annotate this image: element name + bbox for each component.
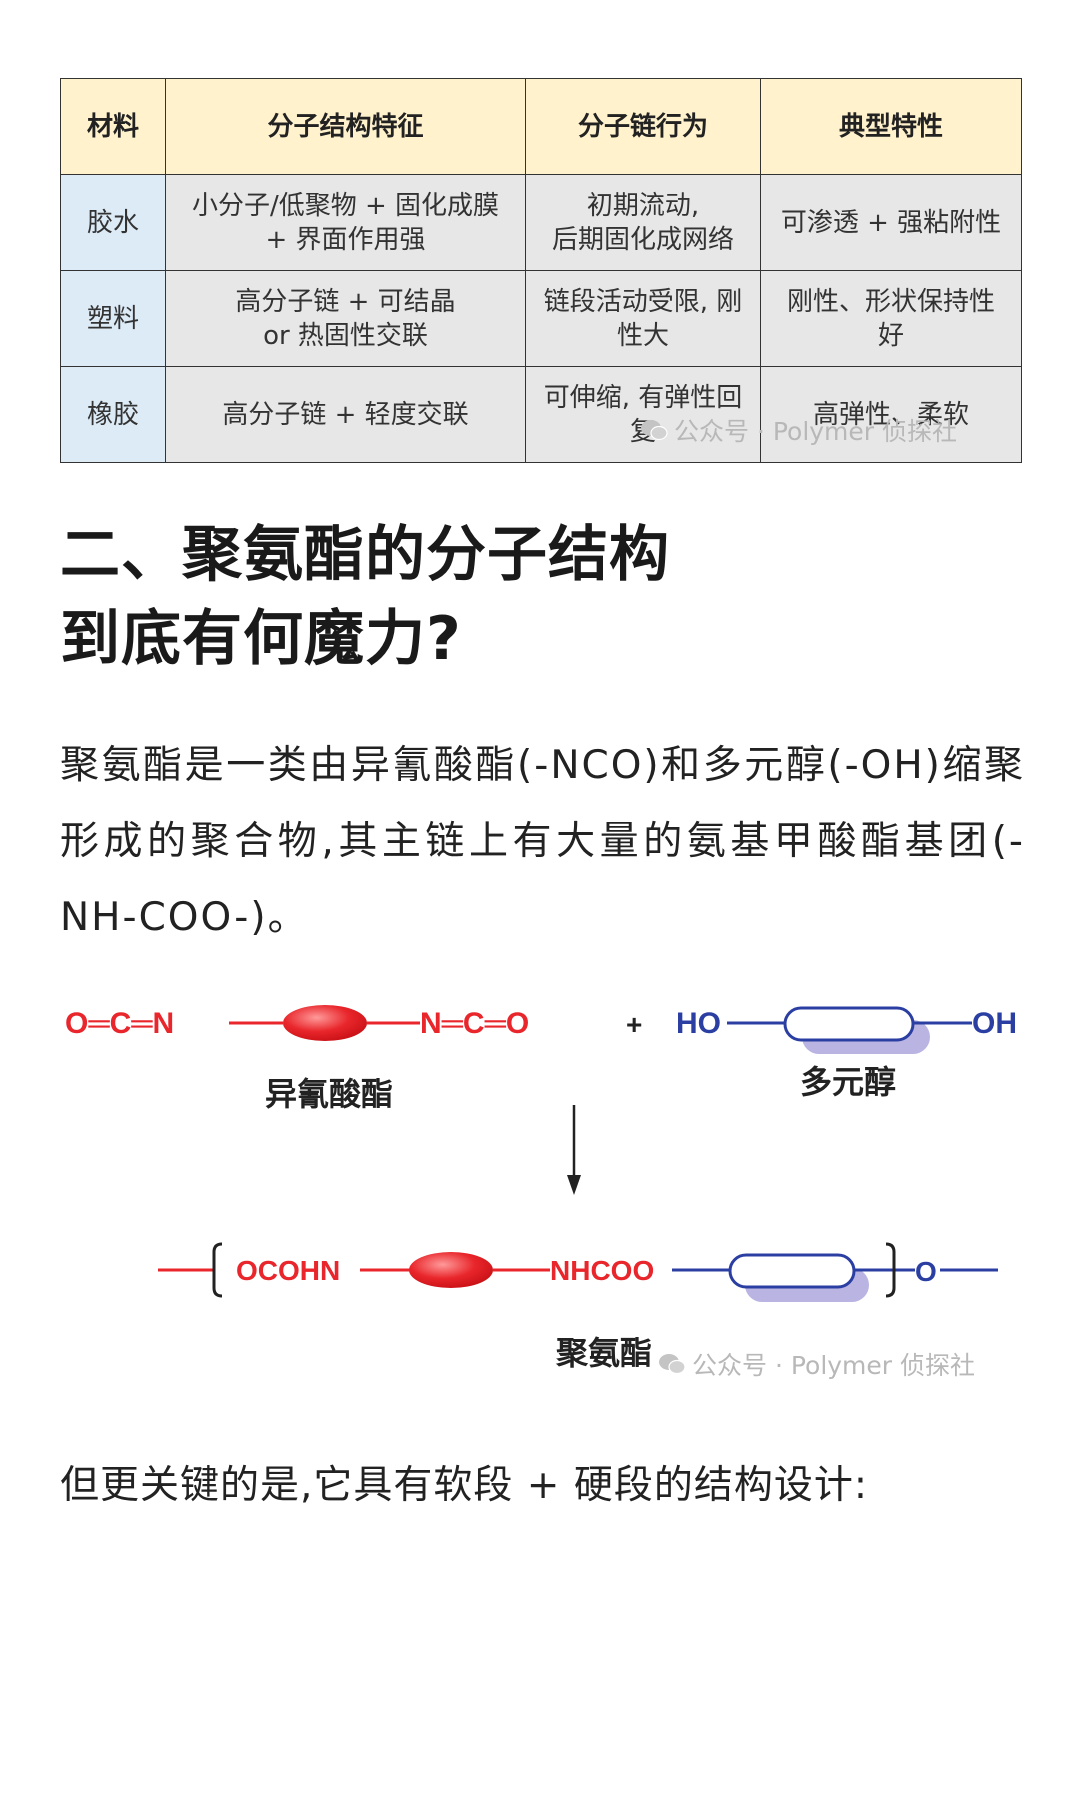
structure-cell: 小分子/低聚物 + 固化成膜 + 界面作用强 <box>165 174 526 271</box>
heading-line: 到底有何魔力? <box>60 604 462 674</box>
product-hard-segment-ellipse <box>409 1252 493 1288</box>
typical-cell: 刚性、形状保持性 好 <box>760 270 1022 367</box>
header-behavior: 分子链行为 <box>525 78 761 175</box>
material-properties-table: 材料 分子结构特征 分子链行为 典型特性 胶水 小分子/低聚物 + 固化成膜 +… <box>60 78 1022 463</box>
wechat-icon <box>659 1354 686 1375</box>
header-material: 材料 <box>60 78 166 175</box>
left-bracket <box>212 1242 223 1298</box>
structure-line: 高分子链 + 可结晶 <box>235 286 456 317</box>
polyol-right-group: OH <box>972 1007 1017 1040</box>
behavior-line: 可伸缩, 有弹性回 <box>543 382 743 413</box>
section-heading: 二、聚氨酯的分子结构 到底有何魔力? <box>60 513 670 681</box>
heading-line: 二、聚氨酯的分子结构 <box>60 520 670 590</box>
behavior-cell: 可伸缩, 有弹性回 复 <box>525 366 761 463</box>
typical-line: 高弹性、柔软 <box>812 399 969 430</box>
behavior-line: 性大 <box>616 320 669 351</box>
polyurethane-reaction-diagram: O═C═N N═C═O 异氰酸酯 + HO OH 多元醇 OCOHN NHCOO <box>65 1005 1017 1372</box>
structure-line: 小分子/低聚物 + 固化成膜 <box>191 190 500 221</box>
product-soft-segment-capsule <box>728 1253 856 1289</box>
structure-line: + 界面作用强 <box>265 224 426 255</box>
watermark-text: 公众号 · Polymer 侦探社 <box>674 417 958 446</box>
intro-paragraph: 聚氨酯是一类由异氰酸酯(-NCO)和多元醇(-OH)缩聚形成的聚合物,其主链上有… <box>60 743 1025 940</box>
material-cell: 胶水 <box>60 174 166 271</box>
polyol-label: 多元醇 <box>800 1063 896 1101</box>
table-watermark: 公众号 · Polymer 侦探社 <box>640 412 957 448</box>
behavior-cell: 初期流动, 后期固化成网络 <box>525 174 761 271</box>
isocyanate-right-group: N═C═O <box>420 1007 529 1040</box>
polyol-chain-capsule <box>783 1006 915 1042</box>
isocyanate-label: 异氰酸酯 <box>265 1075 393 1113</box>
typical-cell: 可渗透 + 强粘附性 <box>760 174 1022 271</box>
material-cell: 橡胶 <box>60 366 166 463</box>
isocyanate-molecule: O═C═N N═C═O 异氰酸酯 <box>65 1005 529 1113</box>
table-header-row: 材料 分子结构特征 分子链行为 典型特性 <box>60 78 1022 175</box>
behavior-line: 初期流动, <box>586 190 700 221</box>
product-middle-group: NHCOO <box>550 1255 654 1286</box>
structure-line: 高分子链 + 轻度交联 <box>222 399 469 430</box>
typical-cell: 高弹性、柔软 <box>760 366 1022 463</box>
typical-line: 好 <box>877 320 904 351</box>
polyurethane-product: OCOHN NHCOO O 聚氨酯 <box>158 1242 998 1372</box>
plus-sign: + <box>626 1009 642 1040</box>
material-cell: 塑料 <box>60 270 166 367</box>
isocyanate-left-group: O═C═N <box>65 1007 174 1040</box>
diagram-watermark: 公众号 · Polymer 侦探社 <box>658 1346 975 1382</box>
structure-cell: 高分子链 + 可结晶 or 热固性交联 <box>165 270 526 367</box>
polyol-molecule: HO OH 多元醇 <box>676 1006 1017 1101</box>
typical-line: 可渗透 + 强粘附性 <box>780 207 1002 238</box>
behavior-line: 链段活动受限, 刚 <box>543 286 743 317</box>
typical-line: 刚性、形状保持性 <box>786 286 995 317</box>
product-label: 聚氨酯 <box>555 1334 652 1372</box>
header-typical: 典型特性 <box>760 78 1022 175</box>
table-row: 胶水 小分子/低聚物 + 固化成膜 + 界面作用强 初期流动, 后期固化成网络 … <box>60 174 1022 271</box>
table-row: 塑料 高分子链 + 可结晶 or 热固性交联 链段活动受限, 刚 性大 刚性、形… <box>60 270 1022 367</box>
polyol-left-group: HO <box>676 1007 721 1040</box>
header-structure: 分子结构特征 <box>165 78 526 175</box>
followup-paragraph: 但更关键的是,它具有软段 + 硬段的结构设计: <box>60 1463 869 1508</box>
behavior-cell: 链段活动受限, 刚 性大 <box>525 270 761 367</box>
product-end-group: O <box>915 1256 937 1287</box>
product-left-group: OCOHN <box>236 1255 340 1286</box>
structure-cell: 高分子链 + 轻度交联 <box>165 366 526 463</box>
watermark-text: 公众号 · Polymer 侦探社 <box>692 1351 976 1380</box>
isocyanate-core-ellipse <box>283 1005 367 1041</box>
wechat-icon <box>641 420 668 441</box>
right-bracket <box>885 1242 896 1298</box>
structure-line: or 热固性交联 <box>263 320 428 351</box>
behavior-line: 后期固化成网络 <box>551 224 734 255</box>
table-row: 橡胶 高分子链 + 轻度交联 可伸缩, 有弹性回 复 高弹性、柔软 <box>60 366 1022 463</box>
reaction-arrow <box>567 1105 581 1195</box>
